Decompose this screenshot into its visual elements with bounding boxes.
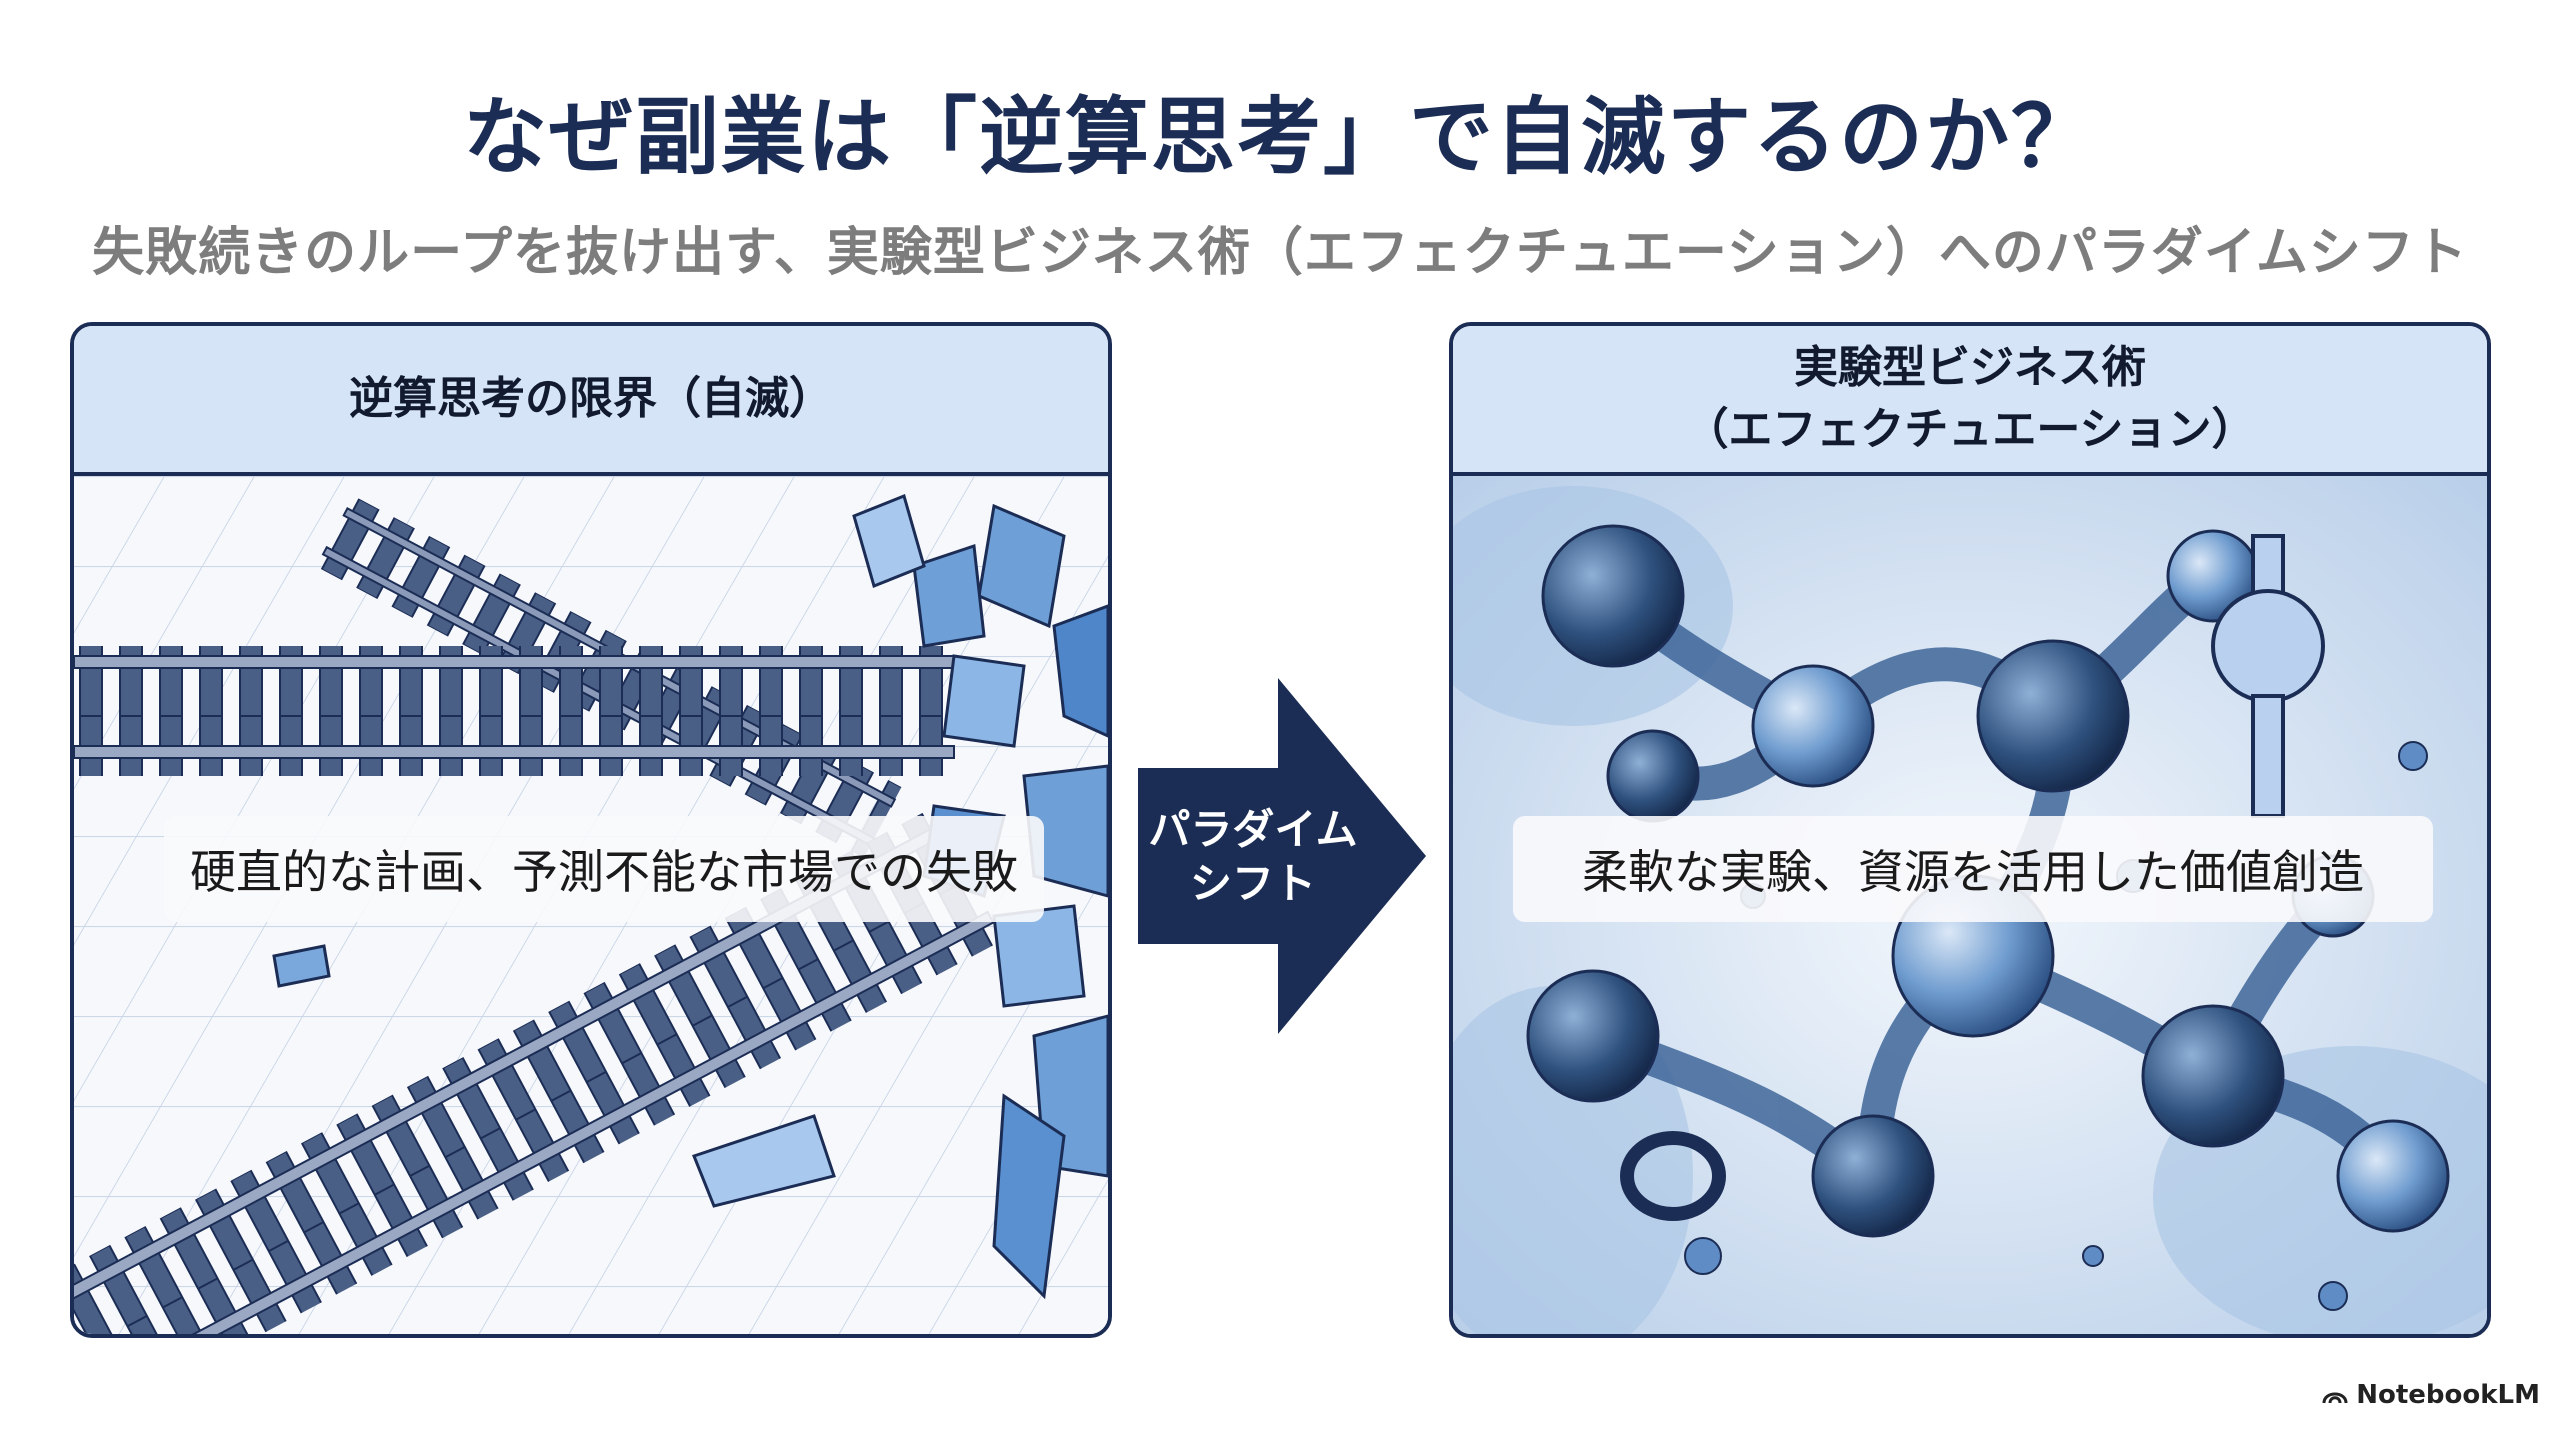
notebooklm-logo-icon [2322,1392,2348,1404]
right-panel: 実験型ビジネス術 （エフェクチュエーション） [1449,322,2491,1338]
brand-name: NotebookLM [2356,1380,2540,1410]
page-subtitle: 失敗続きのループを抜け出す、実験型ビジネス術（エフェクチュエーション）へのパラダ… [92,223,2468,283]
right-panel-title-line2: （エフェクチュエーション） [1684,404,2256,455]
paradigm-shift-arrow: パラダイム シフト [1138,678,1426,1034]
arrow-label-line1: パラダイム [1148,805,1358,854]
left-panel-caption: 硬直的な計画、予測不能な市場での失敗 [164,816,1044,922]
left-panel-title: 逆算思考の限界（自滅） [349,373,833,424]
right-panel-header: 実験型ビジネス術 （エフェクチュエーション） [1453,326,2487,476]
right-panel-title-line1: 実験型ビジネス術 [1794,342,2146,393]
left-panel-header: 逆算思考の限界（自滅） [74,326,1108,476]
arrow-label-line2: シフト [1189,859,1316,908]
right-panel-caption: 柔軟な実験、資源を活用した価値創造 [1513,816,2433,922]
page-title: なぜ副業は「逆算思考」で自滅するのか？ [462,88,2097,186]
arrow-label: パラダイム シフト [1146,803,1360,911]
left-panel: 逆算思考の限界（自滅） [70,322,1112,1338]
arrow-right-icon [1138,678,1426,1034]
brand-watermark: NotebookLM [2322,1380,2540,1410]
